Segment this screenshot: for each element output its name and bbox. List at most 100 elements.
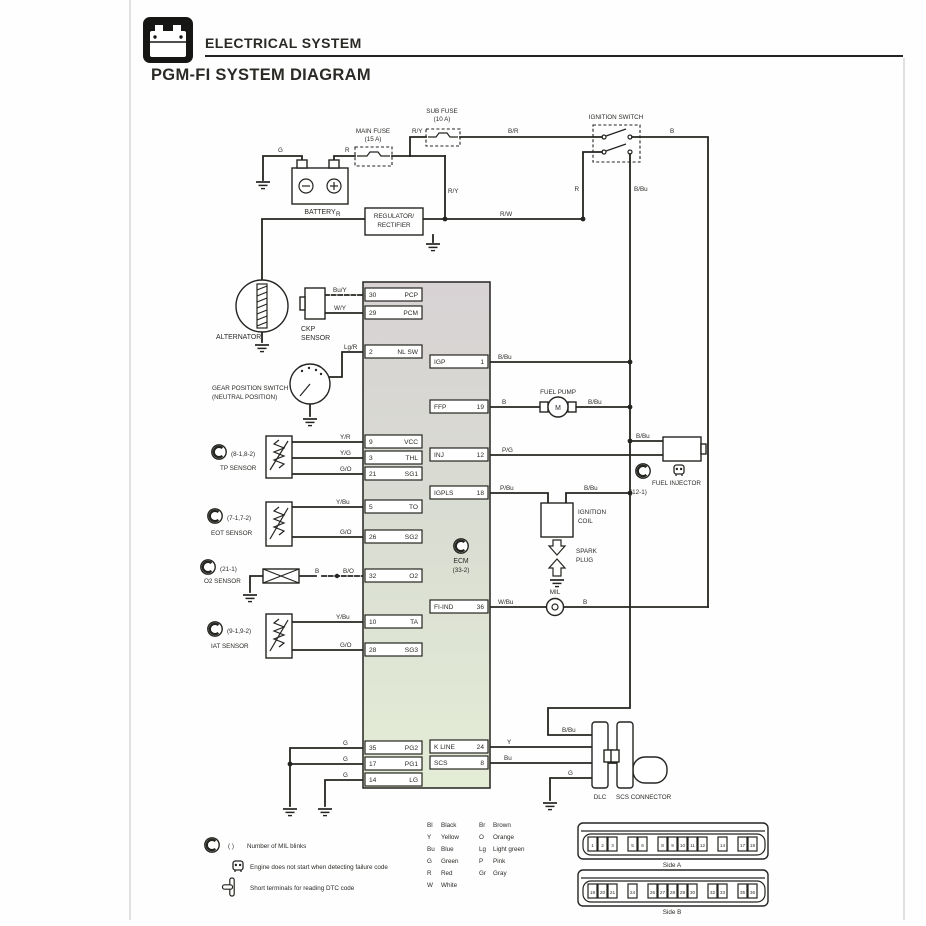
cavity-num: 19 bbox=[590, 890, 596, 895]
cavity-num: 10 bbox=[680, 843, 686, 848]
ignition-switch: IGNITION SWITCH bbox=[589, 114, 644, 163]
wire-label-y-kline: Y bbox=[507, 739, 512, 746]
note1-prefix: ( ) bbox=[228, 843, 234, 850]
side-a-label: Side A bbox=[663, 862, 682, 869]
section-title: ELECTRICAL SYSTEM bbox=[205, 35, 362, 51]
legend-abbr: G bbox=[427, 858, 432, 865]
ecm-code: (33-2) bbox=[453, 567, 470, 574]
cavity-num: 6 bbox=[641, 843, 644, 848]
cavity-num: 14 bbox=[720, 843, 726, 848]
cavity-num: 32 bbox=[710, 890, 716, 895]
ckp-sensor: CKP SENSOR bbox=[299, 287, 330, 342]
side-b-label: Side B bbox=[663, 909, 682, 916]
legend-abbr: Lg bbox=[479, 846, 487, 853]
tp-label: TP SENSOR bbox=[220, 465, 257, 472]
battery-label: BATTERY bbox=[304, 209, 336, 216]
mil-blink-icon bbox=[452, 537, 470, 555]
ecm-pin-sg2: 26 SG2 bbox=[364, 529, 423, 544]
ckp-label-2: SENSOR bbox=[301, 335, 330, 342]
cavity-num: 36 bbox=[750, 890, 756, 895]
pin-num: 9 bbox=[369, 439, 373, 446]
legend-abbr: Br bbox=[479, 822, 485, 829]
spark-plug-label-2: PLUG bbox=[576, 557, 593, 564]
wire-labels: G R R/Y B/R B R B/Bu R/Y R R/W Bu/Y W/Y … bbox=[278, 128, 674, 779]
cavity-num: 24 bbox=[630, 890, 636, 895]
legend-abbr: Gr bbox=[479, 870, 486, 877]
legend-abbr: Bl bbox=[427, 822, 433, 829]
legend-name: Green bbox=[441, 858, 459, 865]
no-start-icon bbox=[232, 860, 244, 873]
mil-blink-icon bbox=[634, 462, 652, 480]
pin-num: 24 bbox=[477, 744, 485, 751]
wire-label-g-battery: G bbox=[278, 147, 283, 154]
pin-name: TA bbox=[410, 619, 419, 626]
pin-num: 26 bbox=[369, 534, 377, 541]
wire-label-r-regulator: R bbox=[336, 211, 341, 218]
pin-name: INJ bbox=[434, 452, 444, 459]
eot-code: (7-1,7-2) bbox=[227, 515, 251, 522]
pin-name: SG3 bbox=[405, 647, 419, 654]
pin-name: FI-IND bbox=[434, 604, 454, 611]
note2-text: Engine does not start when detecting fai… bbox=[250, 864, 388, 871]
wire-label-b-ignition: B bbox=[670, 128, 674, 135]
cavity-num: 27 bbox=[660, 890, 666, 895]
cavity-num: 9 bbox=[671, 843, 674, 848]
pin-num: 12 bbox=[477, 452, 485, 459]
wire-label-g-dlc: G bbox=[568, 770, 573, 777]
pin-name: O2 bbox=[409, 573, 418, 580]
pin-name: SG2 bbox=[405, 534, 419, 541]
cavity-num: 20 bbox=[600, 890, 606, 895]
sub-fuse: SUB FUSE (10 A) bbox=[425, 108, 461, 147]
wire-label-r-battery: R bbox=[345, 147, 350, 154]
pin-name: SCS bbox=[434, 760, 448, 767]
o2-label: O2 SENSOR bbox=[204, 578, 241, 585]
pin-num: 19 bbox=[477, 404, 485, 411]
wire-label-pbu-igpls: P/Bu bbox=[500, 485, 514, 492]
iat-sensor: (9-1,9-2) IAT SENSOR bbox=[206, 613, 293, 659]
ignition-coil-label-2: COIL bbox=[578, 518, 593, 525]
tp-sensor: (8-1,8-2) TP SENSOR bbox=[210, 435, 293, 479]
wire-label-bbu-igp: B/Bu bbox=[498, 354, 512, 361]
gear-position-switch: GEAR POSITION SWITCH (NEUTRAL POSITION) bbox=[212, 363, 331, 405]
legend-name: Gray bbox=[493, 870, 507, 877]
pin-num: 30 bbox=[369, 292, 377, 299]
wire-label-bo-o2: B/O bbox=[343, 568, 354, 575]
wire-label-bbu-coil: B/Bu bbox=[584, 485, 598, 492]
wire-label-yr-tp: Y/R bbox=[340, 434, 351, 441]
pin-name: PG2 bbox=[405, 745, 419, 752]
cavity-num: 28 bbox=[670, 890, 676, 895]
regulator-rectifier: REGULATOR/ RECTIFIER bbox=[364, 207, 424, 236]
connector-view-side-a: 1 2 3 5 6 8 9 10 11 12 14 17 18 Side A bbox=[577, 822, 769, 869]
legend-name: Black bbox=[441, 822, 457, 829]
no-start-icon bbox=[673, 464, 685, 477]
wire-label-b-ffp: B bbox=[502, 399, 506, 406]
alternator: ALTERNATOR bbox=[216, 279, 289, 341]
fuel-injector-label: FUEL INJECTOR bbox=[652, 480, 701, 487]
pin-name: VCC bbox=[404, 439, 418, 446]
legend-abbr: P bbox=[479, 858, 483, 865]
wire-label-bbu-inj: B/Bu bbox=[636, 433, 650, 440]
wire-label-wy-ckp: W/Y bbox=[334, 305, 347, 312]
wire-label-r-down: R bbox=[574, 186, 579, 193]
legend-name: Red bbox=[441, 870, 453, 877]
cavity-num: 12 bbox=[700, 843, 706, 848]
legend-name: Blue bbox=[441, 846, 454, 853]
regulator-label-1: REGULATOR/ bbox=[374, 213, 415, 220]
wire-label-g-pg1: G bbox=[343, 756, 348, 763]
pin-name: THL bbox=[406, 455, 419, 462]
ckp-label-1: CKP bbox=[301, 326, 316, 333]
legend-name: White bbox=[441, 882, 458, 889]
footnotes: ( ) Number of MIL blinks Engine does not… bbox=[203, 836, 388, 897]
legend-abbr: W bbox=[427, 882, 433, 889]
